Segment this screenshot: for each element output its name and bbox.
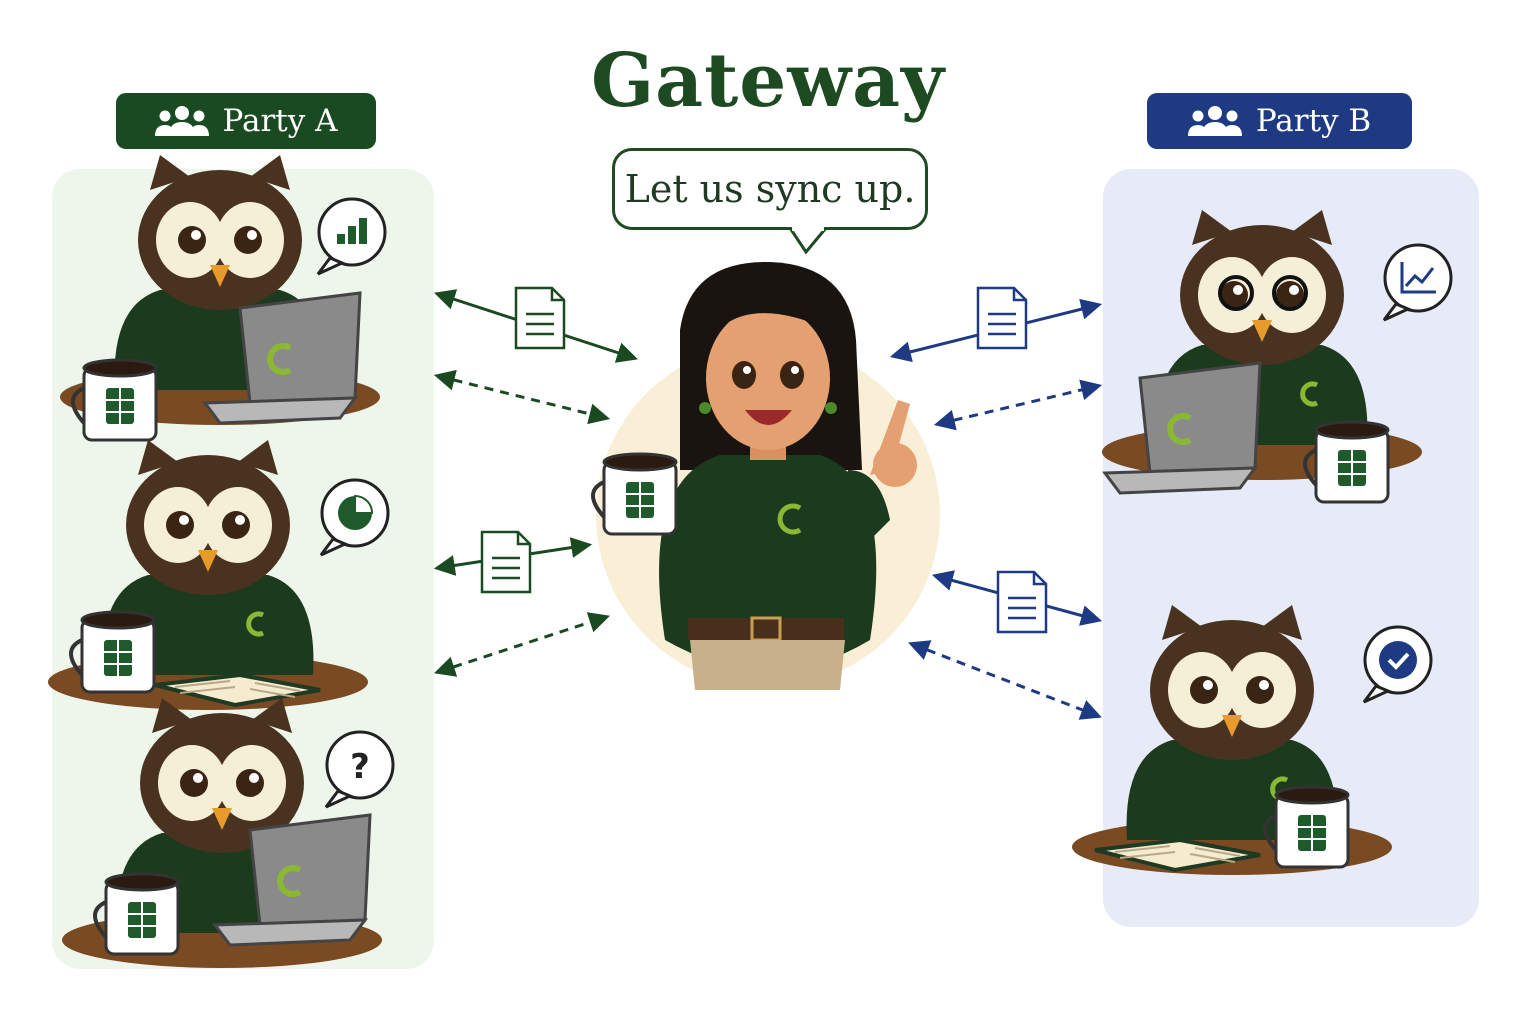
document-icon (482, 532, 530, 592)
document-icon (516, 288, 564, 348)
party-a-owl-thinker: ? (62, 698, 393, 968)
arrow-b1-dashed (938, 386, 1098, 424)
question-mark-icon: ? (326, 732, 393, 807)
document-icon (978, 288, 1026, 348)
bar-chart-icon (318, 199, 385, 274)
checkmark-icon (1364, 627, 1431, 702)
arrow-a1-dashed (438, 376, 606, 418)
gateway-person (593, 262, 940, 690)
svg-text:?: ? (350, 747, 370, 787)
speech-tail (790, 228, 826, 252)
party-a-owl-analyst (60, 155, 385, 440)
party-b-owl-approver (1072, 605, 1431, 875)
party-a-owl-writer (48, 440, 388, 710)
line-chart-icon (1384, 245, 1451, 320)
party-b-owl-reviewer (1102, 210, 1451, 502)
arrow-b2-dashed (912, 644, 1098, 716)
document-icon (998, 572, 1046, 632)
arrow-a2-dashed (438, 617, 606, 672)
pie-chart-icon (321, 480, 388, 555)
